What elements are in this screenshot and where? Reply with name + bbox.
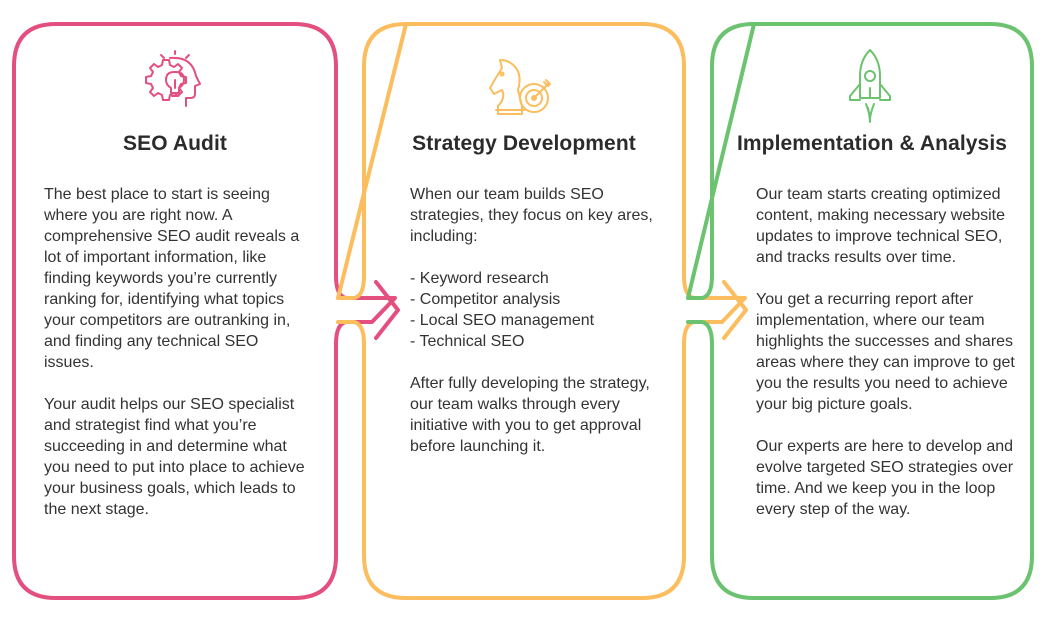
card-title: Strategy Development bbox=[412, 132, 636, 155]
arrow-audit-to-strategy bbox=[374, 280, 400, 340]
seo-audit-card: SEO Audit The best place to start is see… bbox=[12, 0, 338, 636]
card-body: Our team starts creating optimized conte… bbox=[756, 184, 1026, 541]
card-outro: After fully developing the strategy, our… bbox=[410, 375, 650, 455]
focus-areas-list: - Keyword research - Competitor analysis… bbox=[410, 268, 672, 352]
list-item: - Keyword research bbox=[410, 270, 549, 287]
strategy-development-card: Strategy Development When our team build… bbox=[362, 0, 686, 636]
card-paragraph: Your audit helps our SEO specialist and … bbox=[44, 396, 305, 518]
card-paragraph: The best place to start is seeing where … bbox=[44, 186, 300, 371]
implementation-analysis-card: Implementation & Analysis Our team start… bbox=[710, 0, 1034, 636]
list-item: - Technical SEO bbox=[410, 333, 525, 350]
card-paragraph: Our experts are here to develop and evol… bbox=[756, 438, 1014, 518]
card-body: The best place to start is seeing where … bbox=[44, 184, 312, 541]
card-body: When our team builds SEO strategies, the… bbox=[410, 184, 672, 478]
card-title: SEO Audit bbox=[123, 132, 227, 155]
card-intro: When our team builds SEO strategies, the… bbox=[410, 186, 653, 245]
arrow-strategy-to-implementation bbox=[722, 280, 748, 340]
rocket-icon bbox=[849, 49, 891, 123]
strategy-card-border bbox=[336, 22, 747, 600]
card-title: Implementation & Analysis bbox=[736, 132, 1008, 155]
lightbulb-gear-head-icon bbox=[145, 50, 201, 107]
chess-knight-target-icon bbox=[489, 59, 551, 115]
implementation-card-border bbox=[686, 22, 1034, 600]
audit-card-border bbox=[12, 22, 397, 600]
list-item: - Competitor analysis bbox=[410, 291, 561, 308]
card-paragraph: You get a recurring report after impleme… bbox=[756, 291, 1015, 413]
card-paragraph: Our team starts creating optimized conte… bbox=[756, 186, 1006, 266]
list-item: - Local SEO management bbox=[410, 312, 595, 329]
